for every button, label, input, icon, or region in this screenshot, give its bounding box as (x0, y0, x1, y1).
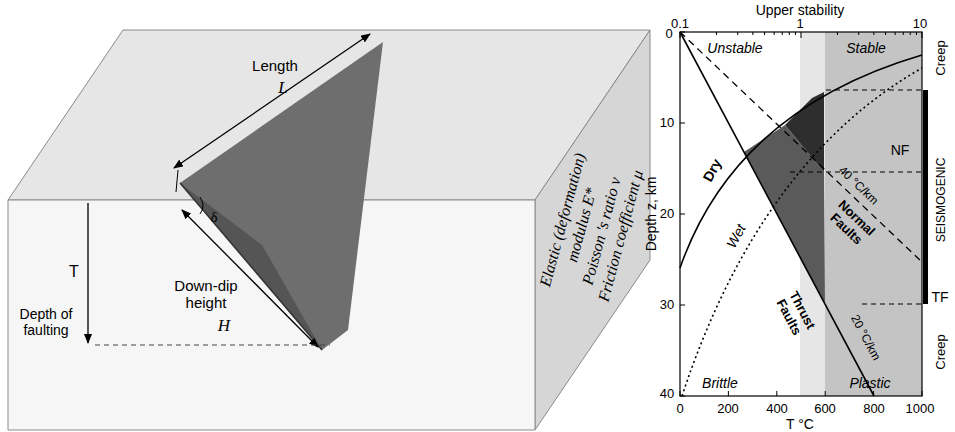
axis-tick (858, 32, 859, 35)
chart-frame (680, 32, 922, 396)
dry-curve (680, 55, 922, 268)
axis-tick-label: 10 (913, 17, 927, 32)
axis-tick-label: 10 (660, 116, 674, 131)
axis-tick (776, 391, 777, 396)
axis-tick (910, 32, 911, 35)
depth-arrow (87, 203, 88, 343)
dimension-label: Depth of faulting (10, 306, 82, 338)
limit-line (862, 304, 922, 305)
curve-label: Wet (723, 221, 749, 250)
axis-tick-label: 30 (660, 298, 674, 313)
axis-tick (782, 32, 783, 35)
zone-label: Creep (934, 40, 949, 75)
axis-tick (680, 32, 681, 38)
axis-tick-label: 800 (863, 402, 885, 417)
axis-tick (752, 32, 753, 35)
axis-tick (873, 391, 874, 396)
axis-tick-label: 200 (717, 402, 739, 417)
axis-tick (885, 32, 886, 35)
axis-tick (774, 32, 775, 35)
axis-tick (764, 32, 765, 35)
axis-tick (916, 32, 917, 35)
axis-tick (728, 391, 729, 396)
axis-tick-label: 0 (665, 27, 672, 42)
axis-tick (680, 305, 685, 306)
axis-tick (716, 32, 717, 35)
axis-tick (922, 391, 923, 396)
axis-tick (680, 391, 681, 396)
dimension-label: Down-dip height (167, 277, 245, 312)
seismogenic-bar (923, 90, 928, 304)
axis-tick (903, 32, 904, 35)
axis-tick-label: 0.1 (671, 17, 689, 32)
axis-tick (680, 123, 685, 124)
dimension-symbol: L (278, 78, 287, 98)
fault-plane-shade (180, 183, 322, 350)
axis-tick-label: 1 (796, 17, 803, 32)
region-label: Unstable (707, 40, 762, 56)
axis-tick (801, 32, 802, 38)
axis-tick (795, 32, 796, 35)
axis-tick-label: 0 (676, 402, 683, 417)
axis-tick (825, 391, 826, 396)
axis-tick (895, 32, 896, 35)
zone-label: Creep (934, 334, 949, 369)
normal-region (785, 92, 824, 172)
axis-tick (837, 32, 838, 35)
depth-line (95, 345, 330, 346)
curve-label: 20 °C/km (847, 313, 882, 363)
axis-tick (737, 32, 738, 35)
axis-title: Depth z, km (643, 177, 659, 252)
axis-tick-label: 20 (660, 207, 674, 222)
zone-label: SEISMOGENIC (935, 158, 949, 243)
dimension-label: Length (252, 57, 298, 74)
region-label: Stable (846, 40, 886, 56)
axis-tick-label: 600 (814, 402, 836, 417)
axis-tick (680, 214, 685, 215)
geotherm-40 (680, 32, 922, 262)
axis-tick-label: 1000 (906, 402, 935, 417)
limit-line (790, 172, 922, 173)
axis-tick (680, 32, 685, 33)
axis-title: T °C (786, 416, 814, 432)
zone-label: TF (931, 289, 948, 305)
axis-tick (789, 32, 790, 35)
axis-tick-label: 400 (766, 402, 788, 417)
region-label: Brittle (702, 375, 738, 391)
dimension-symbol: T (69, 263, 79, 281)
axis-tick (873, 32, 874, 35)
wet-curve (682, 68, 922, 396)
fault-edge (180, 183, 322, 350)
region-label: Thrust Faults (767, 280, 822, 349)
axis-tick (922, 32, 923, 38)
zone-label: NF (891, 142, 910, 158)
dip-arc (200, 197, 203, 214)
axis-tick-label: 40 (660, 387, 674, 402)
block-side (535, 30, 650, 430)
angle-symbol: δ (210, 209, 217, 226)
dimension-symbol: H (218, 316, 230, 336)
curve-label: Dry (699, 156, 724, 184)
tick (176, 170, 178, 192)
limit-line (826, 90, 922, 91)
region-label: Plastic (849, 375, 890, 391)
axis-tick (680, 396, 685, 397)
length-arrow (174, 34, 370, 168)
axis-ticks (680, 32, 922, 396)
